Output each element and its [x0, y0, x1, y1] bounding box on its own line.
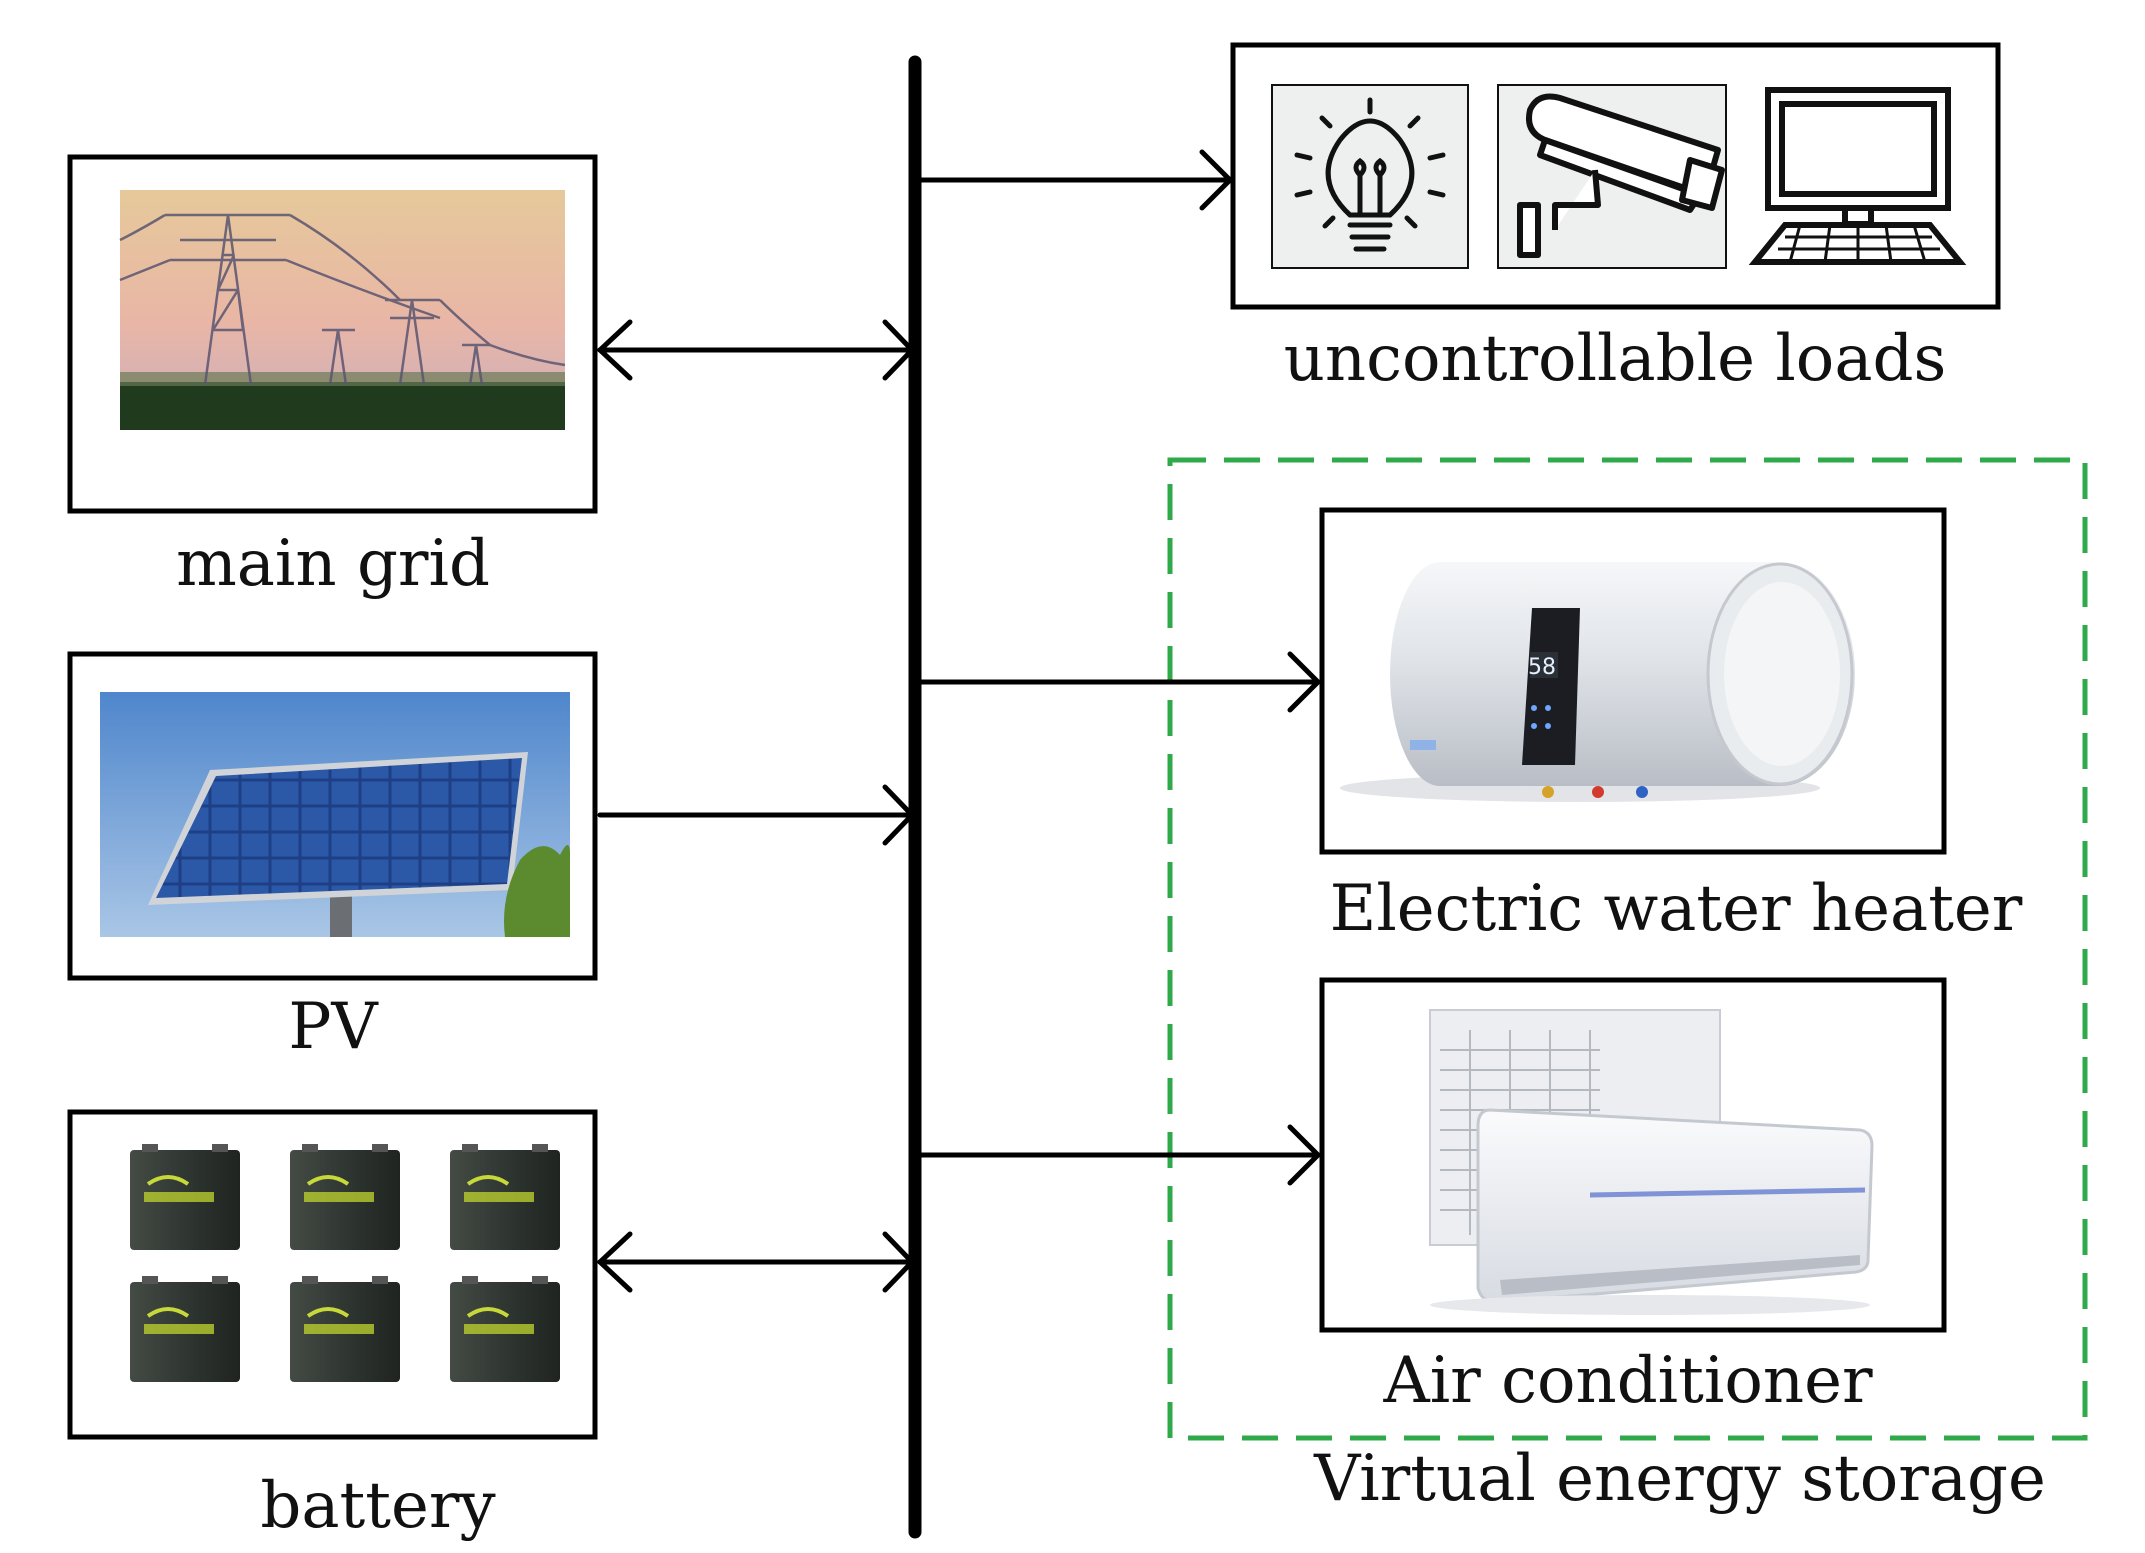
- water-heater-label: Electric water heater: [1330, 872, 2023, 946]
- pv-connection: [597, 784, 916, 846]
- main-grid-block: main grid: [67, 154, 916, 601]
- air-conditioner-connection: [917, 1124, 1322, 1186]
- water-heater-connection: [917, 651, 1322, 713]
- main-grid-label: main grid: [176, 527, 490, 601]
- security-camera-icon: [1497, 84, 1727, 269]
- pv-label: PV: [288, 990, 379, 1064]
- transmission-tower-icon: [119, 190, 566, 430]
- battery-label: battery: [260, 1469, 495, 1543]
- virtual-storage-boundary: [1167, 457, 2088, 1441]
- water-heater-icon: 58: [1340, 562, 1855, 802]
- uncontrollable-loads-block: uncontrollable loads: [917, 42, 2001, 396]
- svg-text:58: 58: [1528, 655, 1556, 680]
- virtual-energy-storage-group: 58 Electric water heater Air conditioner: [917, 457, 2088, 1516]
- computer-icon: [1748, 87, 1967, 265]
- uncontrollable-loads-connection: [917, 149, 1234, 211]
- battery-block: battery: [67, 1109, 916, 1543]
- light-bulb-icon: [1271, 84, 1469, 269]
- battery-connection: [596, 1231, 916, 1293]
- solar-panel-icon: [100, 692, 570, 937]
- virtual-storage-label: Virtual energy storage: [1313, 1442, 2046, 1516]
- pv-block: PV: [67, 651, 916, 1064]
- air-conditioner-label: Air conditioner: [1382, 1344, 1872, 1418]
- air-conditioner-icon: [1429, 1009, 1874, 1315]
- main-grid-connection: [596, 319, 916, 381]
- uncontrollable-loads-label: uncontrollable loads: [1284, 322, 1947, 396]
- battery-icon: [130, 1144, 560, 1382]
